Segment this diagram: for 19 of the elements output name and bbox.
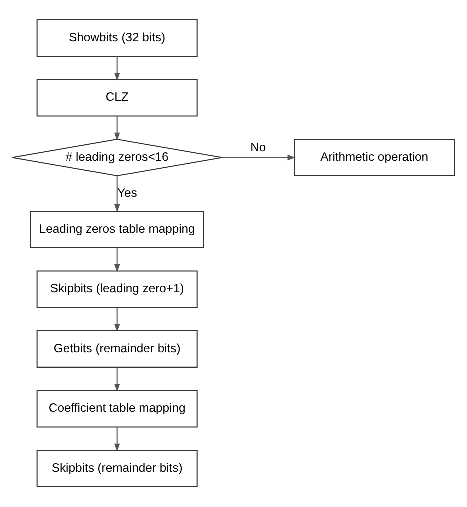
node-box: Arithmetic operation xyxy=(294,139,456,177)
edge-label: No xyxy=(250,140,266,154)
arrow xyxy=(114,368,120,392)
node-box: Coefficient table mapping xyxy=(36,390,198,428)
edge-label: Yes xyxy=(118,186,138,200)
arrow xyxy=(114,248,120,273)
arrow xyxy=(222,154,296,161)
node-diamond: # leading zeros<16 xyxy=(12,139,223,177)
node-box: Skipbits (remainder bits) xyxy=(36,450,198,488)
node-box: CLZ xyxy=(36,79,198,117)
node-box: Skipbits (leading zero+1) xyxy=(36,270,198,308)
arrow xyxy=(114,116,120,141)
arrow xyxy=(114,427,120,452)
arrow xyxy=(114,176,120,213)
arrow xyxy=(114,308,120,332)
node-box: Leading zeros table mapping xyxy=(30,210,204,248)
node-box: Getbits (remainder bits) xyxy=(36,330,198,368)
node-box: Showbits (32 bits) xyxy=(36,20,198,58)
arrow xyxy=(114,56,120,82)
